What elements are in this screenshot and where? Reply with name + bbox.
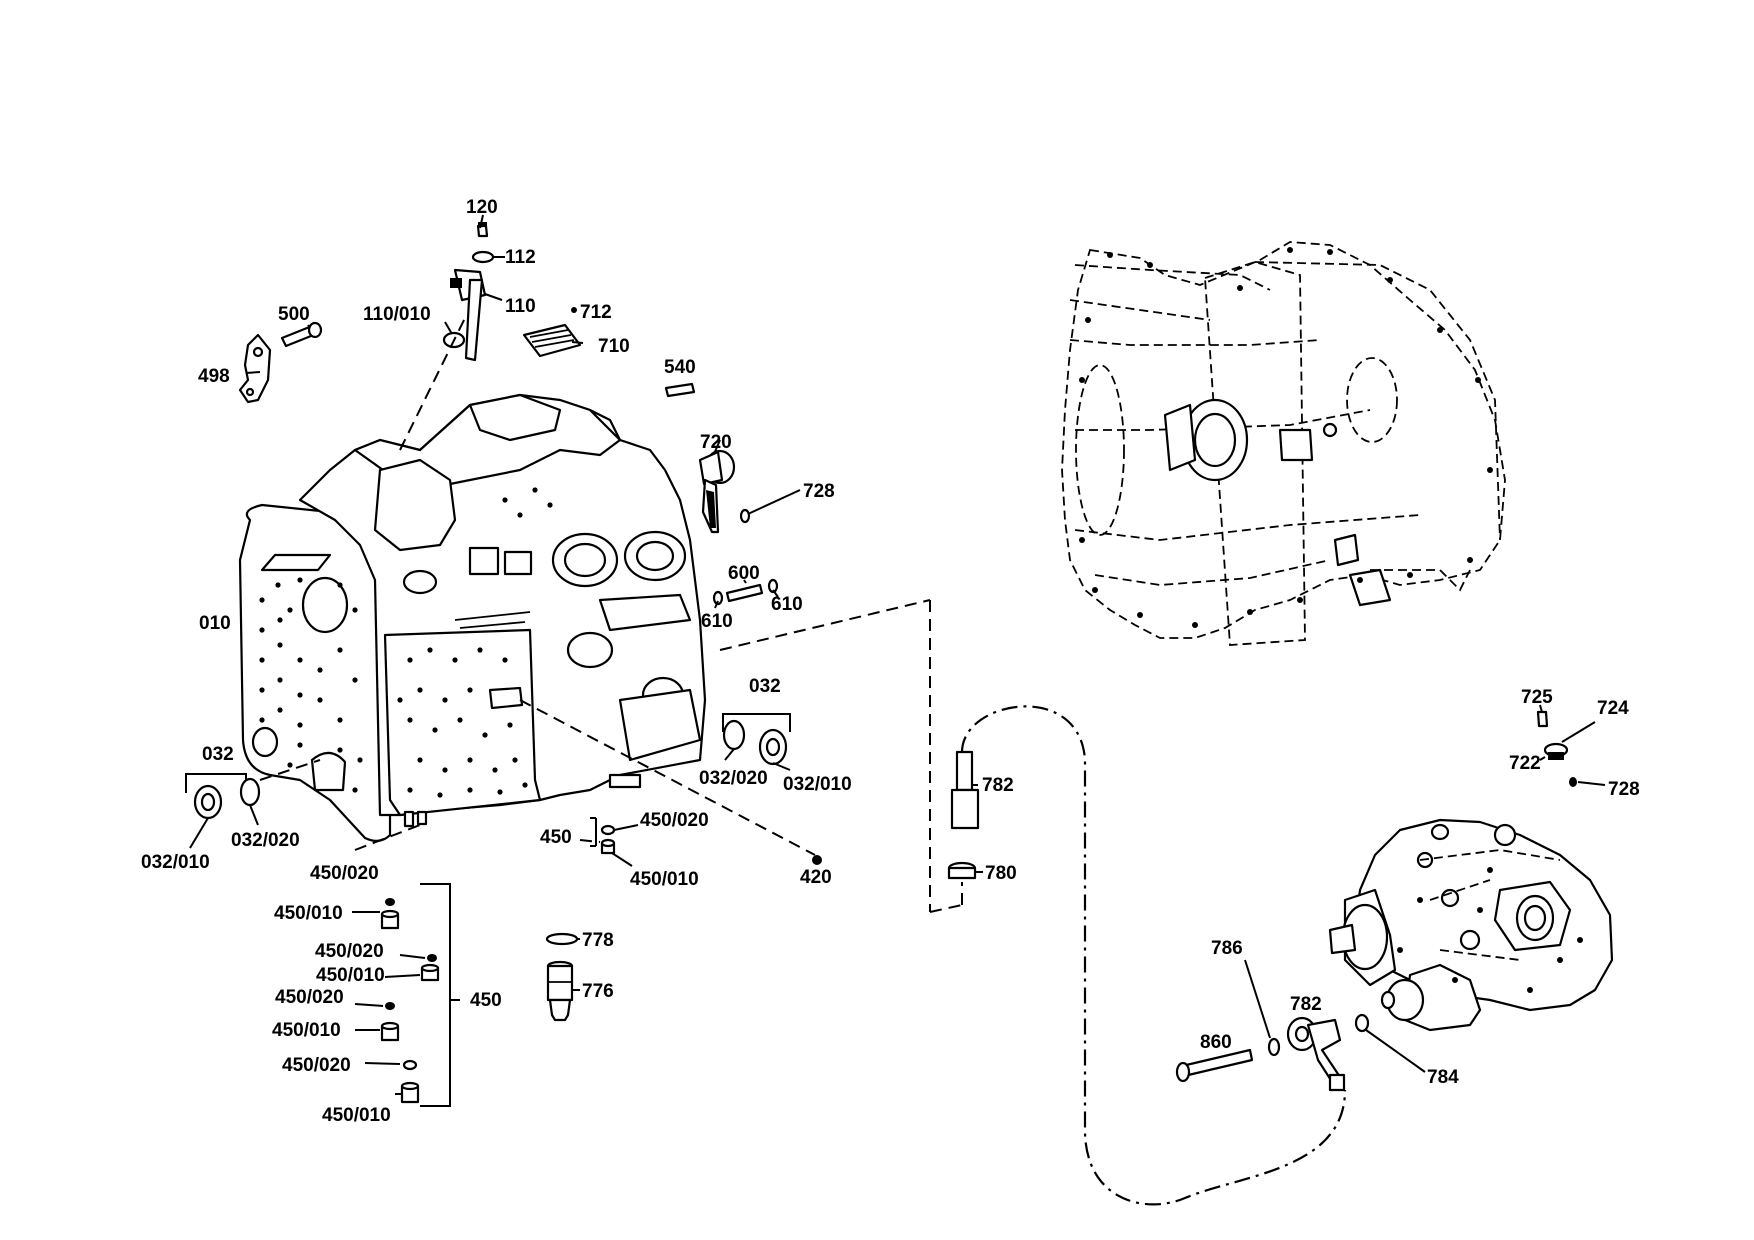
label-498: 498 xyxy=(198,366,230,387)
label-112: 112 xyxy=(505,247,536,268)
label-450-020-small: 450/020 xyxy=(640,810,709,831)
label-725: 725 xyxy=(1521,687,1553,708)
label-600: 600 xyxy=(728,563,760,584)
dashed-connectors xyxy=(259,317,963,913)
label-450-020-c: 450/020 xyxy=(275,987,344,1008)
part-540-pin xyxy=(664,382,696,398)
label-450-small: 450 xyxy=(540,827,572,848)
label-032-010-left: 032/010 xyxy=(141,852,210,873)
label-010: 010 xyxy=(199,613,231,634)
part-600-pin xyxy=(725,583,764,603)
label-710: 710 xyxy=(598,336,630,357)
label-110-010: 110/010 xyxy=(363,304,431,325)
label-720: 720 xyxy=(700,432,732,453)
label-610-left: 610 xyxy=(701,611,733,632)
label-450-010-c: 450/010 xyxy=(272,1020,341,1041)
label-450-010-d: 450/010 xyxy=(322,1105,391,1126)
part-032-right-group xyxy=(722,713,791,766)
part-786-seal-ring xyxy=(1267,1037,1281,1057)
label-782-bottom: 782 xyxy=(1290,994,1322,1015)
part-782-sensor-upper xyxy=(950,750,980,830)
part-778-o-ring xyxy=(545,932,579,946)
part-032-left-group xyxy=(185,773,261,820)
label-032-left: 032 xyxy=(202,744,234,765)
part-420-plug xyxy=(812,855,822,865)
label-450-010-a: 450/010 xyxy=(274,903,343,924)
part-776-valve xyxy=(546,960,574,1022)
label-860: 860 xyxy=(1200,1032,1232,1053)
sensor-cable xyxy=(960,705,1347,1206)
label-120: 120 xyxy=(466,197,498,218)
pump-assembly xyxy=(1328,818,1614,1032)
part-450-stack xyxy=(352,883,460,1107)
part-610-ring xyxy=(712,578,779,606)
label-778: 778 xyxy=(582,930,614,951)
label-032-020-right: 032/020 xyxy=(699,768,768,789)
label-450-020-a: 450/020 xyxy=(310,863,379,884)
part-782-banjo-fitting xyxy=(1286,1016,1346,1092)
label-450-020-b: 450/020 xyxy=(315,941,384,962)
part-120-bolt xyxy=(476,222,489,238)
part-500-bolt xyxy=(280,321,323,348)
part-780-seal xyxy=(947,861,977,880)
label-110: 110 xyxy=(505,296,536,317)
transmission-housing-010 xyxy=(238,393,707,842)
label-420: 420 xyxy=(800,867,832,888)
label-450-020-d: 450/020 xyxy=(282,1055,351,1076)
label-610-right: 610 xyxy=(771,594,803,615)
label-032-010-right: 032/010 xyxy=(783,774,852,795)
label-450-stack: 450 xyxy=(470,990,502,1011)
label-776: 776 xyxy=(582,981,614,1002)
leader-lines xyxy=(189,214,983,991)
label-500: 500 xyxy=(278,304,310,325)
part-498-bracket xyxy=(238,333,272,404)
part-720-sensor xyxy=(698,449,736,534)
part-722-fitting xyxy=(1543,742,1569,760)
label-786: 786 xyxy=(1211,938,1243,959)
part-112-seal-ring xyxy=(471,250,495,264)
label-450-010-b: 450/010 xyxy=(316,965,385,986)
label-450-010-small: 450/010 xyxy=(630,869,699,890)
part-725-screw xyxy=(1536,710,1549,728)
part-710-cover-plate xyxy=(522,323,582,358)
label-032-020-left: 032/020 xyxy=(231,830,300,851)
label-728-top: 728 xyxy=(803,481,835,502)
label-032-right: 032 xyxy=(749,676,781,697)
part-860-bolt xyxy=(1175,1048,1254,1083)
leader-lines-right xyxy=(1244,704,1606,1073)
label-728-right: 728 xyxy=(1608,779,1640,800)
callout-labels: 120 112 110 110/010 712 710 500 498 540 … xyxy=(141,197,1640,1126)
part-110-sensor xyxy=(450,268,487,362)
part-728-o-ring-right xyxy=(1569,777,1577,787)
label-712: 712 xyxy=(580,302,612,323)
label-724: 724 xyxy=(1597,698,1629,719)
label-722: 722 xyxy=(1509,753,1541,774)
label-540: 540 xyxy=(664,357,696,378)
label-784: 784 xyxy=(1427,1067,1459,1088)
part-784-o-ring xyxy=(1354,1013,1370,1033)
transmission-assembly-overview xyxy=(1061,241,1506,646)
part-728-o-ring xyxy=(739,508,751,524)
label-782-top: 782 xyxy=(982,775,1014,796)
part-450-small-group xyxy=(590,817,616,855)
part-712-screw xyxy=(571,307,577,313)
label-780: 780 xyxy=(985,863,1017,884)
